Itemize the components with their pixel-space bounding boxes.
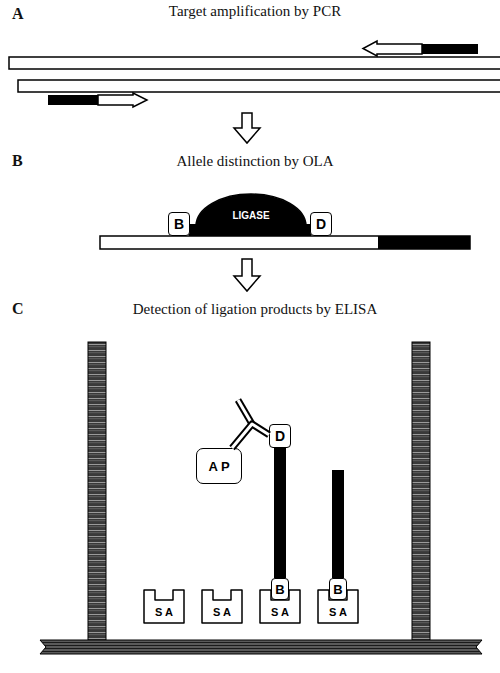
cup-shape bbox=[144, 590, 184, 623]
primer-arrow bbox=[363, 41, 422, 56]
biotin-label: B bbox=[271, 578, 289, 600]
unligated-oligo bbox=[332, 470, 344, 578]
dome-outline bbox=[196, 194, 306, 226]
node-text: D bbox=[316, 217, 326, 231]
step-arrow bbox=[234, 113, 260, 143]
dna-strand bbox=[9, 57, 500, 69]
node-text: B bbox=[275, 583, 284, 596]
ligated-oligo-bar bbox=[274, 448, 286, 578]
template-strand bbox=[100, 236, 470, 249]
step-arrow bbox=[234, 259, 260, 291]
primer-arrow bbox=[98, 93, 147, 107]
node-text: D bbox=[275, 429, 285, 443]
node-text: A P bbox=[208, 460, 229, 473]
well-wall bbox=[88, 342, 106, 642]
well-bottom bbox=[40, 640, 482, 654]
antibody-link bbox=[232, 424, 269, 448]
cup-shape bbox=[260, 590, 300, 623]
antibody-link bbox=[232, 424, 269, 448]
panel-title: Allele distinction by OLA bbox=[120, 153, 390, 170]
node-text: S A bbox=[213, 607, 231, 618]
biotin-label: B bbox=[168, 212, 190, 236]
dna-strand bbox=[18, 80, 500, 92]
cup-shape bbox=[318, 590, 358, 623]
biotin-label: B bbox=[329, 578, 347, 600]
node-text: B bbox=[174, 217, 184, 231]
ligase-enzyme: LIGASE bbox=[196, 194, 306, 226]
digoxigenin-label: D bbox=[269, 424, 291, 448]
antibody-arm-inner bbox=[238, 400, 252, 424]
panel-letter: A bbox=[12, 5, 32, 23]
node-text: S A bbox=[329, 607, 347, 618]
digoxigenin-label: D bbox=[310, 212, 332, 236]
panel-title: Detection of ligation products by ELISA bbox=[90, 301, 420, 318]
panel-letter: C bbox=[12, 300, 32, 318]
alkaline-phosphatase: A P bbox=[196, 448, 242, 484]
panel-title: Target amplification by PCR bbox=[120, 3, 390, 20]
primer-tag bbox=[48, 95, 98, 105]
primer-tag bbox=[422, 44, 478, 54]
panel-letter: B bbox=[12, 152, 32, 170]
cup-shape bbox=[202, 590, 242, 623]
node-text: S A bbox=[271, 607, 289, 618]
antibody-inner bbox=[232, 424, 269, 448]
streptavidin-cup: S A bbox=[201, 588, 243, 624]
ligated-oligo-bar bbox=[280, 448, 281, 578]
node-text: S A bbox=[155, 607, 173, 618]
dome-shape bbox=[196, 194, 306, 226]
antibody-arm bbox=[238, 400, 252, 424]
streptavidin-cup: S A bbox=[143, 588, 185, 624]
node-text: B bbox=[333, 583, 342, 596]
node-text: LIGASE bbox=[232, 211, 269, 221]
primer-region bbox=[378, 236, 470, 249]
well-wall bbox=[412, 342, 430, 642]
